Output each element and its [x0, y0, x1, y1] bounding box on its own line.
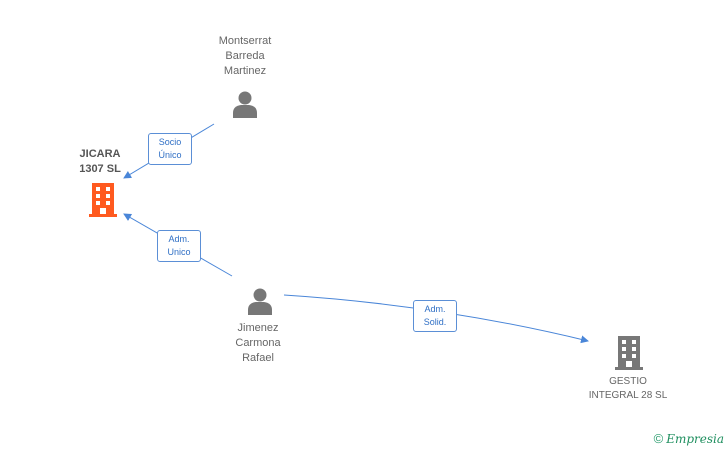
person-icon[interactable] [246, 287, 274, 315]
brand-logo-text[interactable]: Empresia [666, 431, 724, 446]
person-icon[interactable] [231, 90, 259, 118]
copyright-symbol: © [653, 431, 664, 446]
building-icon[interactable] [613, 336, 645, 370]
node-label-montserrat: Montserrat Barreda Martinez [218, 35, 272, 77]
edge-label-socio-unico[interactable]: Socio Único [148, 133, 192, 165]
building-icon[interactable] [87, 183, 119, 217]
edge-label-adm-unico[interactable]: Adm. Unico [157, 230, 201, 262]
node-label-jimenez: Jimenez Carmona Rafael [235, 322, 281, 364]
edge-label-adm-solid[interactable]: Adm. Solid. [413, 300, 457, 332]
node-label-jicara: JICARA 1307 SL [79, 148, 121, 175]
footer-brand: © Empresia [654, 431, 724, 446]
node-label-gestio: GESTIO INTEGRAL 28 SL [588, 376, 668, 401]
